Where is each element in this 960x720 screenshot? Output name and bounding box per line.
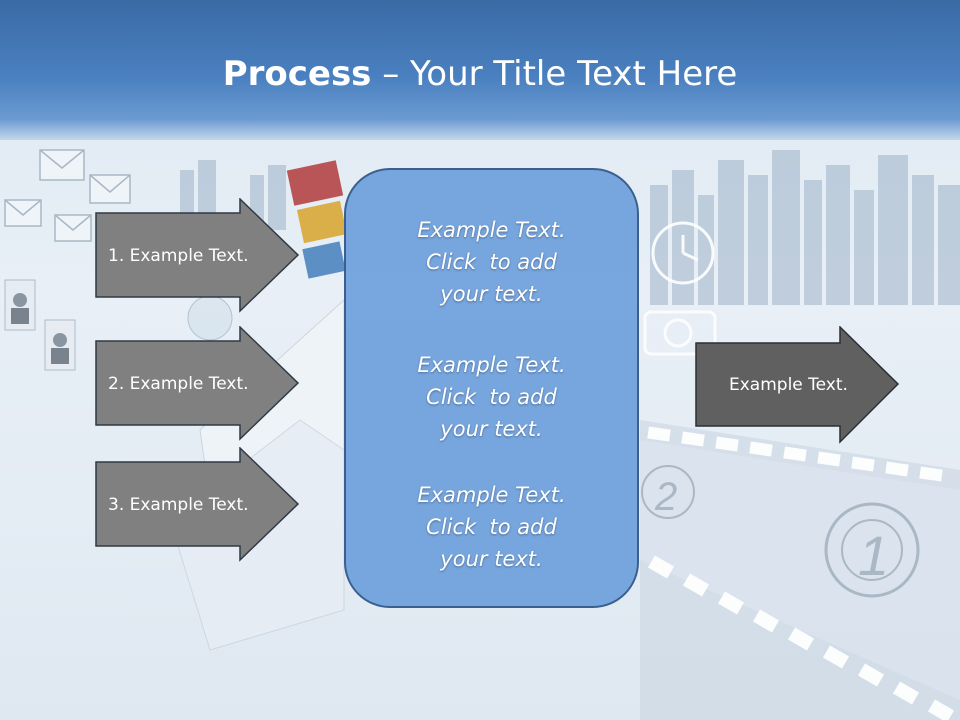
process-arrow-3[interactable]: 3. Example Text.: [95, 447, 300, 562]
arrow-shape: [95, 198, 300, 313]
center-text-block-1: Example Text. Click to add your text.: [346, 214, 637, 310]
center-text-box[interactable]: Example Text. Click to add your text. Ex…: [344, 168, 639, 608]
block-line: Click to add: [426, 250, 557, 274]
block-line: your text.: [440, 417, 543, 441]
output-arrow[interactable]: Example Text.: [695, 326, 900, 444]
arrow-label: Example Text.: [729, 375, 848, 395]
arrow-label: 2. Example Text.: [108, 373, 249, 394]
city-skyline-image: [180, 150, 960, 305]
block-line: Click to add: [426, 515, 557, 539]
film-strip-image: 2 1: [640, 420, 960, 720]
center-text-block-2: Example Text. Click to add your text.: [346, 349, 637, 445]
arrow-shape: [95, 447, 300, 562]
envelope-icons: [4, 149, 131, 242]
film-digit-1: 1: [858, 524, 889, 587]
arrow-shape: [695, 326, 900, 444]
arrow-label: 1. Example Text.: [108, 245, 249, 266]
clock-icon: [651, 221, 715, 285]
arrow-shape: [95, 326, 300, 441]
arrow-label: 3. Example Text.: [108, 494, 249, 515]
photo-strip-image: [286, 160, 348, 279]
block-line: your text.: [440, 282, 543, 306]
title-bold: Process: [222, 54, 372, 94]
block-line: your text.: [440, 547, 543, 571]
block-line: Example Text.: [417, 353, 566, 377]
slide-title[interactable]: Process – Your Title Text Here: [0, 52, 960, 96]
block-line: Example Text.: [417, 218, 566, 242]
film-digit-2: 2: [654, 475, 677, 519]
process-arrow-1[interactable]: 1. Example Text.: [95, 198, 300, 313]
people-icons: [4, 279, 76, 371]
title-rest: – Your Title Text Here: [371, 54, 738, 94]
title-banner: [0, 0, 960, 140]
camera-icon: [643, 310, 717, 356]
process-arrow-2[interactable]: 2. Example Text.: [95, 326, 300, 441]
center-text-block-3: Example Text. Click to add your text.: [346, 479, 637, 575]
block-line: Example Text.: [417, 483, 566, 507]
block-line: Click to add: [426, 385, 557, 409]
